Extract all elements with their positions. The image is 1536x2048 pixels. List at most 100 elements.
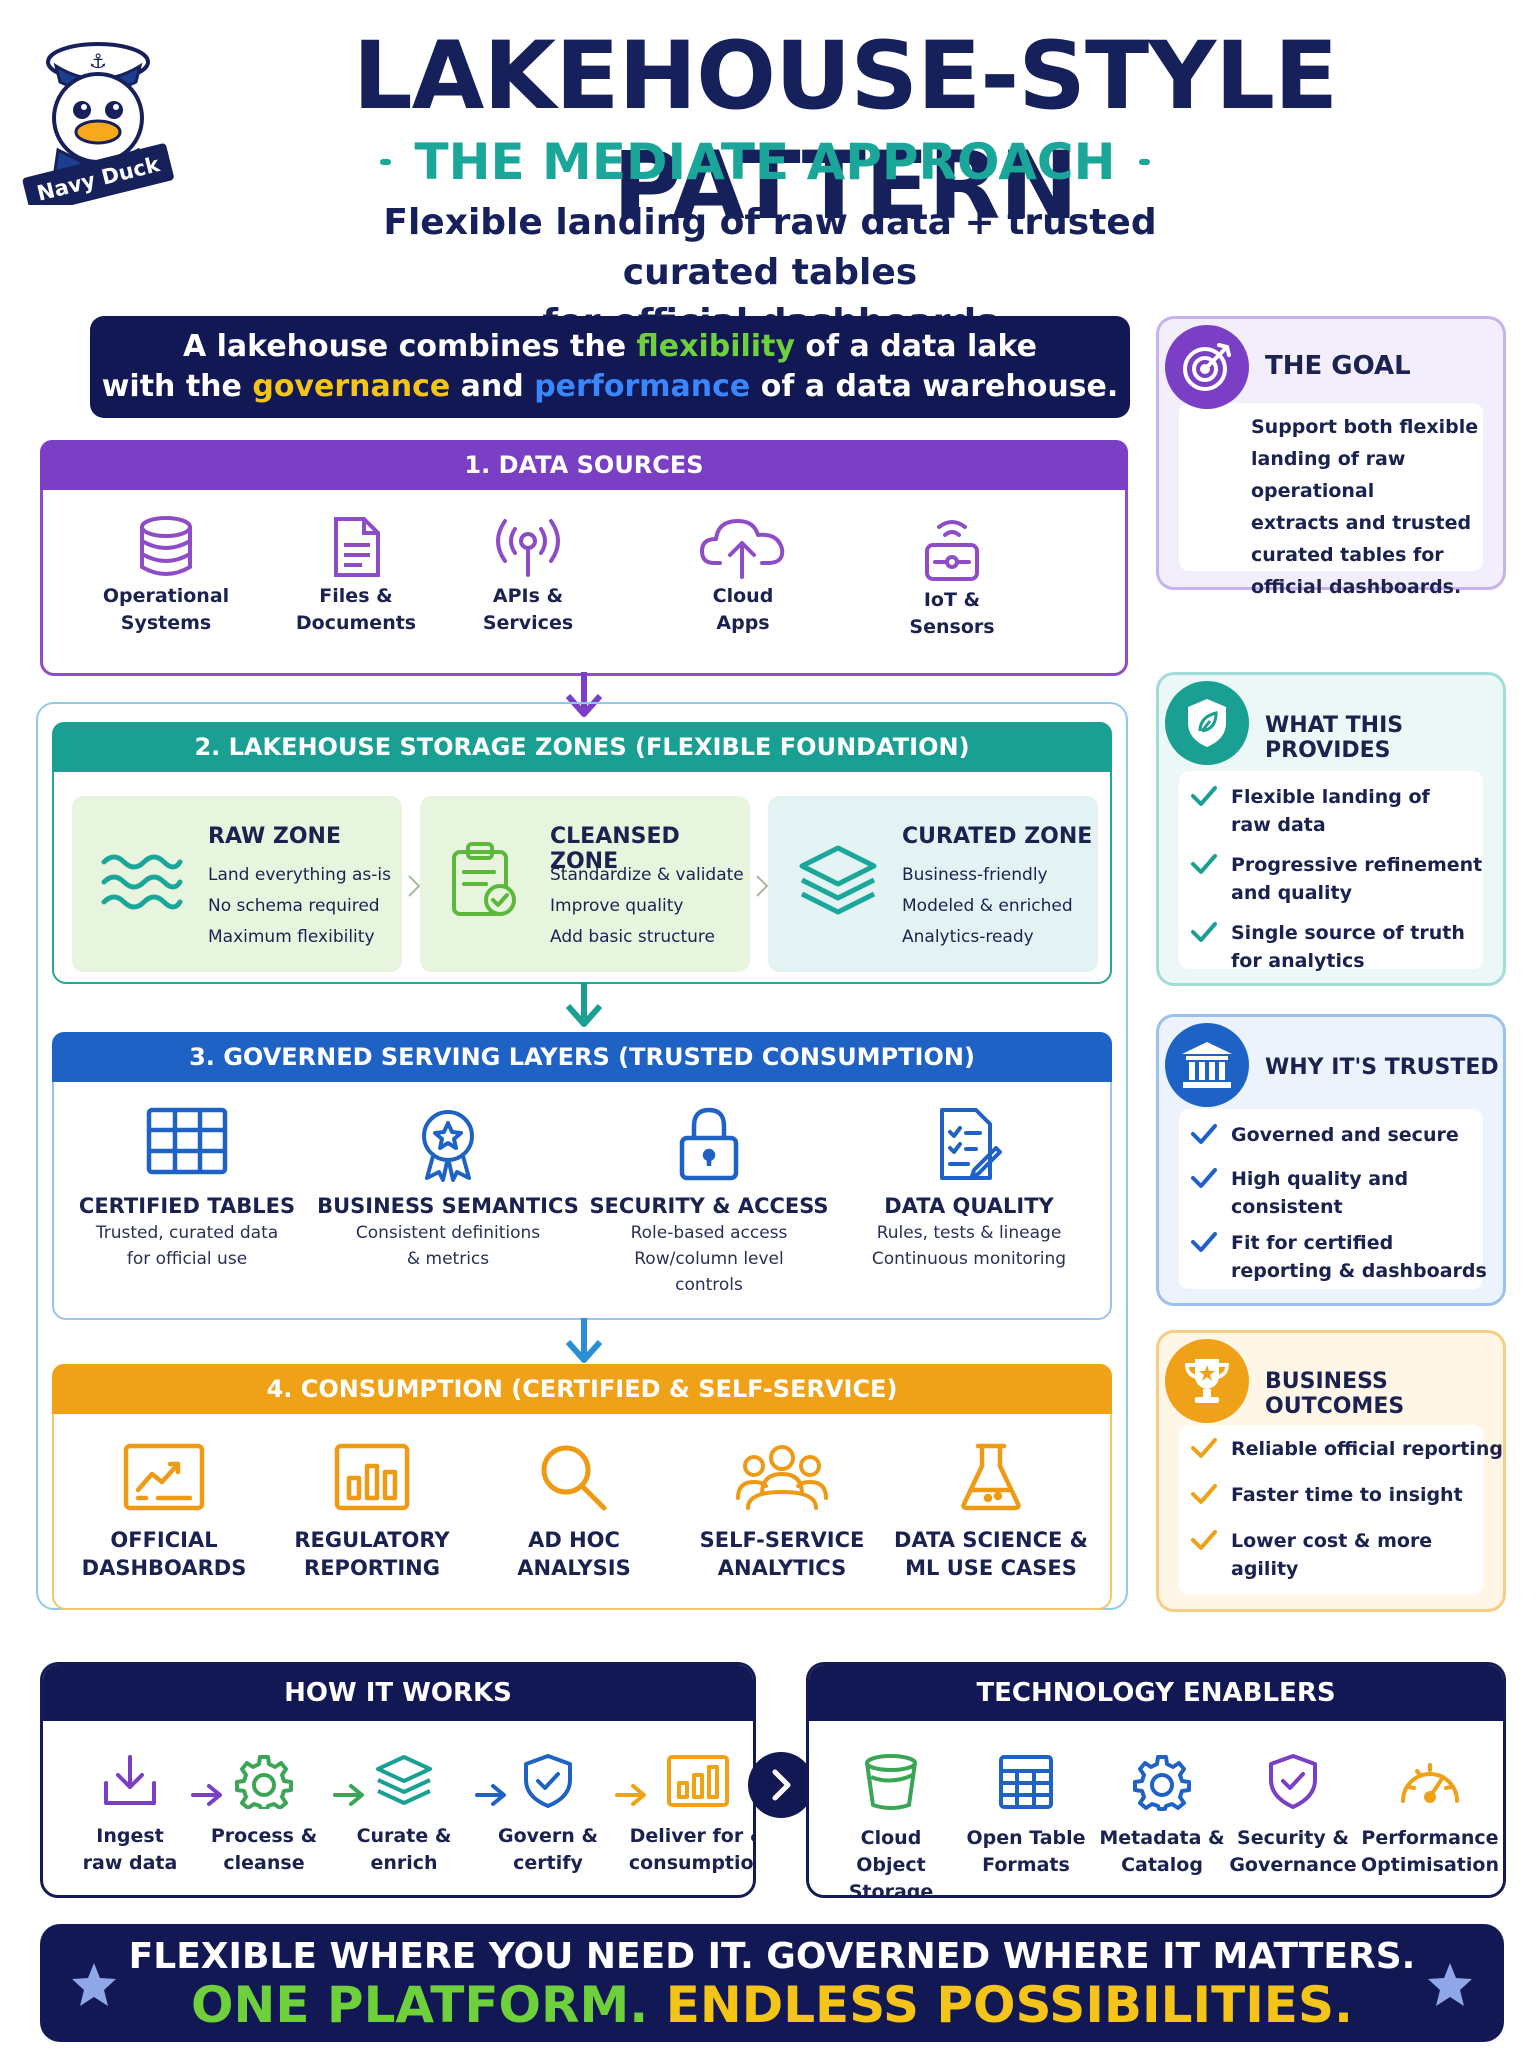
check-icon xyxy=(1191,1438,1217,1458)
intro-text: and xyxy=(450,369,535,404)
check-icon xyxy=(1191,922,1217,942)
step-curate: Curate &enrich xyxy=(339,1753,469,1877)
serving-line: Consistent definitions xyxy=(355,1223,541,1243)
serving-title: DATA QUALITY xyxy=(884,1194,1054,1218)
intro-text: of a data warehouse. xyxy=(750,369,1119,404)
tagline-line1: Flexible landing of raw data + trusted c… xyxy=(383,202,1157,293)
zone-description: Standardize & validate Improve quality A… xyxy=(550,860,744,953)
chevron-right-icon xyxy=(756,875,769,897)
serving-layers-header: 3. GOVERNED SERVING LAYERS (TRUSTED CONS… xyxy=(52,1032,1112,1082)
star-icon xyxy=(1428,1963,1472,2006)
bar-chart-icon xyxy=(667,1755,729,1807)
source-label: APIs & xyxy=(492,585,564,607)
consumption-label: AD HOC xyxy=(528,1528,620,1552)
check-icon xyxy=(1191,1168,1217,1188)
enabler-line: Optimisation xyxy=(1361,1854,1499,1876)
serving-title: BUSINESS SEMANTICS xyxy=(317,1194,579,1218)
footer-highlight-possibilities: ENDLESS POSSIBILITIES. xyxy=(648,1976,1353,2034)
storage-zones-section: 2. LAKEHOUSE STORAGE ZONES (FLEXIBLE FOU… xyxy=(52,722,1112,984)
zone-title: CLEANSED ZONE xyxy=(550,824,680,874)
serving-line: Rules, tests & lineage xyxy=(876,1223,1062,1243)
trusted-card-body xyxy=(1179,1109,1483,1289)
arrow-right-icon xyxy=(615,1784,646,1806)
serving-line: & metrics xyxy=(406,1249,490,1269)
zone-description: Business-friendly Modeled & enriched Ana… xyxy=(902,860,1073,953)
step-line: cleanse xyxy=(223,1852,305,1874)
arrow-right-icon xyxy=(333,1784,364,1806)
dashboard-icon xyxy=(123,1443,205,1511)
goal-line: official dashboards. xyxy=(1251,576,1462,598)
chevron-right-icon xyxy=(748,1752,814,1818)
waves-icon xyxy=(101,854,183,910)
zone-description: Land everything as-is No schema required… xyxy=(208,860,391,953)
cloud-upload-icon xyxy=(700,519,785,579)
trophy-icon xyxy=(1165,1339,1249,1423)
step-line: enrich xyxy=(370,1852,438,1874)
consumption-official-dashboards: OFFICIAL DASHBOARDS xyxy=(74,1442,254,1582)
outcomes-item: Faster time to insight xyxy=(1191,1481,1463,1509)
intro-highlight-flexibility: flexibility xyxy=(636,329,795,364)
outcomes-line: Faster time to insight xyxy=(1231,1484,1463,1506)
step-line: Process & xyxy=(210,1825,318,1847)
flask-icon xyxy=(961,1443,1021,1511)
provides-line: Flexible landing of xyxy=(1231,786,1430,808)
step-line: certify xyxy=(513,1852,583,1874)
source-apis-services: APIs & Services xyxy=(443,515,613,637)
layers-icon xyxy=(799,845,877,915)
intro-highlight-performance: performance xyxy=(534,369,751,404)
lock-icon xyxy=(679,1107,739,1181)
goal-title: THE GOAL xyxy=(1265,351,1411,381)
table-icon xyxy=(146,1107,228,1175)
broadcast-icon xyxy=(496,519,560,577)
step-process: Process & cleanse xyxy=(199,1753,329,1877)
provides-title: WHAT THIS PROVIDES xyxy=(1265,713,1404,763)
consumption-label: ANALYTICS xyxy=(717,1556,847,1580)
zone-curated: CURATED ZONE Business-friendly Modeled &… xyxy=(768,796,1098,972)
provides-line: for analytics xyxy=(1231,950,1365,972)
serving-line: Trusted, curated data xyxy=(95,1223,279,1243)
outcomes-card-body xyxy=(1179,1425,1483,1595)
consumption-header: 4. CONSUMPTION (CERTIFIED & SELF-SERVICE… xyxy=(52,1364,1112,1414)
zone-line: Analytics-ready xyxy=(902,927,1034,947)
intro-banner: A lakehouse combines the flexibility of … xyxy=(90,316,1130,418)
shield-check-icon xyxy=(524,1754,572,1808)
consumption-label: ML USE CASES xyxy=(905,1556,1077,1580)
outcomes-title: BUSINESS OUTCOMES xyxy=(1265,1369,1405,1419)
trusted-item: Governed and secure xyxy=(1191,1121,1459,1149)
ingest-icon xyxy=(104,1755,156,1805)
intro-line2: with the governance and performance of a… xyxy=(102,367,1119,407)
enabler-line: Metadata & xyxy=(1099,1827,1225,1849)
zone-line: Land everything as-is xyxy=(208,865,392,885)
enabler-line: Formats xyxy=(982,1854,1070,1876)
subtitle-dash-right xyxy=(1139,159,1150,165)
check-icon xyxy=(1191,1484,1217,1504)
zone-cleansed: CLEANSED ZONE Standardize & validate Imp… xyxy=(420,796,750,972)
zone-line: Standardize & validate xyxy=(550,865,744,885)
zone-title: CURATED ZONE xyxy=(902,824,1093,849)
trusted-line: Governed and secure xyxy=(1231,1124,1459,1146)
storage-zones-header: 2. LAKEHOUSE STORAGE ZONES (FLEXIBLE FOU… xyxy=(52,722,1112,772)
step-line: Deliver for & xyxy=(629,1825,756,1847)
arrow-down-icon xyxy=(565,1318,603,1363)
trusted-line: High quality and xyxy=(1231,1168,1409,1190)
serving-line: for official use xyxy=(126,1249,248,1269)
consumption-label: DATA SCIENCE & xyxy=(894,1528,1088,1552)
subtitle-dash-left xyxy=(380,159,391,165)
serving-business-semantics: BUSINESS SEMANTICS Consistent definition… xyxy=(310,1106,586,1272)
subtitle-row: THE MEDIATE APPROACH xyxy=(380,132,1150,192)
users-icon xyxy=(736,1445,828,1510)
trusted-card: WHY IT'S TRUSTED Governed and secure Hig… xyxy=(1156,1014,1506,1306)
enabler-line: Performance xyxy=(1361,1827,1499,1849)
step-line: Govern & xyxy=(497,1825,598,1847)
step-label: Metadata &Catalog xyxy=(1097,1825,1227,1879)
trusted-line: consistent xyxy=(1231,1196,1343,1218)
goal-card-body xyxy=(1179,403,1483,571)
enabler-line: Governance xyxy=(1229,1854,1357,1876)
chevron-right-icon xyxy=(408,875,421,897)
step-line: Ingest xyxy=(96,1825,164,1847)
